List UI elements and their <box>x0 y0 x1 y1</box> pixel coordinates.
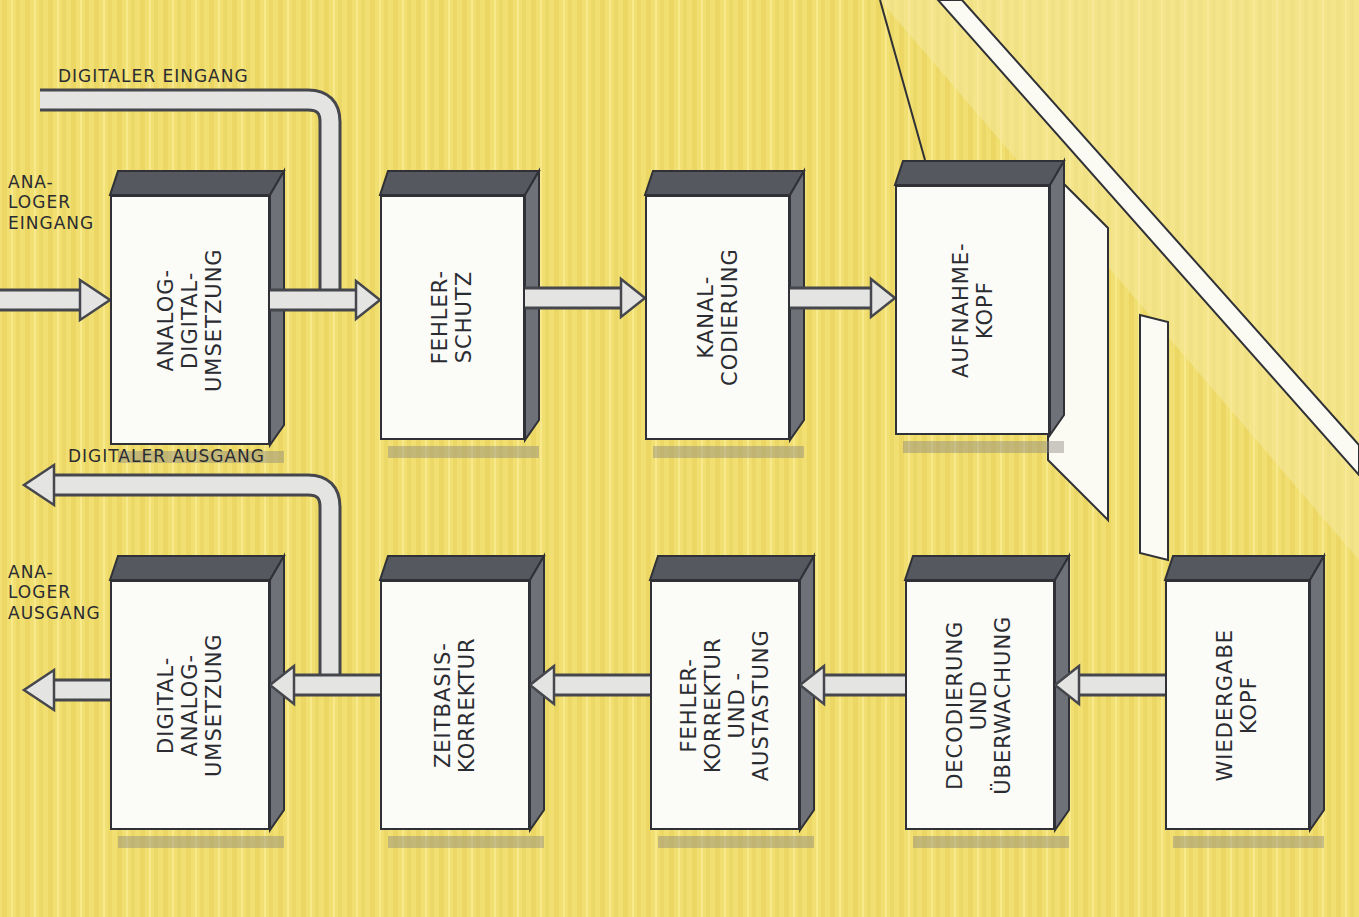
pipe-body <box>790 289 875 306</box>
block-label: ANALOG- DIGITAL- UMSETZUNG <box>154 248 226 392</box>
analog-output-pipe <box>24 670 112 710</box>
analog-input-pipe <box>0 280 110 320</box>
block-label: KANAL- CODIERUNG <box>693 249 741 387</box>
pipe-body <box>290 677 380 694</box>
signal-name: DIGITALER EINGANG <box>58 66 249 86</box>
box-3d-faces <box>645 171 804 458</box>
arrow-head <box>1055 666 1079 704</box>
process-block: FEHLER- SCHUTZ <box>380 195 525 440</box>
pipe-outline <box>790 286 875 309</box>
box-shadow <box>118 836 284 848</box>
arrow-head <box>270 666 294 704</box>
block-label: FEHLER- KORREKTUR UND -AUSTASTUNG <box>677 629 774 781</box>
box-shadow <box>913 836 1069 848</box>
block-label: AUFNAHME- KOPF <box>948 242 996 378</box>
box-shadow <box>903 441 1064 453</box>
pipe-body <box>525 289 625 306</box>
block-label: FEHLER- SCHUTZ <box>428 270 476 364</box>
process-block: DECODIERUNG UND ÜBERWACHUNG <box>905 580 1055 830</box>
process-block: ZEITBASIS- KORREKTUR <box>380 580 530 830</box>
process-block: WIEDERGABE KOPF <box>1165 580 1310 830</box>
signal-label: DIGITALER AUSGANG <box>68 446 265 466</box>
box-3d-faces <box>110 171 284 463</box>
process-block: DIGITAL- ANALOG- UMSETZUNG <box>110 580 270 830</box>
arrow-head <box>530 666 554 704</box>
pipe-body <box>270 292 360 309</box>
box-top-face <box>110 556 284 580</box>
pipe-body <box>1075 677 1165 694</box>
pipe-outline <box>1075 674 1165 697</box>
box-3d-faces <box>380 171 539 458</box>
arrow-head <box>356 281 380 319</box>
box-top-face <box>645 171 804 195</box>
signal-name: DIGITALER AUSGANG <box>68 446 265 466</box>
box-side-face <box>1050 161 1064 435</box>
playback-head-plate <box>1140 315 1168 560</box>
block-label: DECODIERUNG UND ÜBERWACHUNG <box>944 615 1016 794</box>
signal-pipe <box>1055 666 1165 704</box>
pipe-body <box>550 677 650 694</box>
pipe-outline <box>290 674 380 697</box>
pipe-outline <box>525 286 625 309</box>
box-top-face <box>110 171 284 195</box>
box-shadow <box>388 836 544 848</box>
signal-pipe <box>790 279 895 317</box>
arrow-head <box>871 279 895 317</box>
box-shadow <box>388 446 539 458</box>
signal-pipe <box>530 666 650 704</box>
signal-name: ANA- LOGER AUSGANG <box>8 562 101 623</box>
pipe-body <box>820 677 905 694</box>
box-side-face <box>1310 556 1324 830</box>
box-3d-faces <box>110 556 284 848</box>
tape-edge <box>880 0 925 160</box>
box-top-face <box>380 556 544 580</box>
process-block: AUFNAHME- KOPF <box>895 185 1050 435</box>
box-top-face <box>650 556 814 580</box>
signal-pipe <box>800 666 905 704</box>
signal-pipe <box>270 666 380 704</box>
box-3d-faces <box>650 556 814 848</box>
process-block: FEHLER- KORREKTUR UND -AUSTASTUNG <box>650 580 800 830</box>
signal-label: DIGITALER EINGANG <box>58 66 249 86</box>
signal-pipe <box>525 279 645 317</box>
box-3d-faces <box>895 161 1064 453</box>
box-shadow <box>653 446 804 458</box>
box-3d-faces <box>1165 556 1324 848</box>
pipe-outline <box>550 674 650 697</box>
block-label: WIEDERGABE KOPF <box>1213 629 1261 782</box>
arrow-head <box>800 666 824 704</box>
box-top-face <box>895 161 1064 185</box>
block-label: ZEITBASIS- KORREKTUR <box>431 637 479 773</box>
box-top-face <box>905 556 1069 580</box>
arrow-head <box>621 279 645 317</box>
box-3d-faces <box>380 556 544 848</box>
box-shadow <box>1173 836 1324 848</box>
tape-area <box>880 0 1359 560</box>
signal-label: ANA- LOGER AUSGANG <box>8 562 101 623</box>
block-label: DIGITAL- ANALOG- UMSETZUNG <box>154 633 226 777</box>
process-block: KANAL- CODIERUNG <box>645 195 790 440</box>
signal-label: ANA- LOGER EINGANG <box>8 172 94 233</box>
box-top-face <box>380 171 539 195</box>
box-top-face <box>1165 556 1324 580</box>
pipe-outline <box>270 289 360 312</box>
box-3d-faces <box>905 556 1069 848</box>
signal-name: ANA- LOGER EINGANG <box>8 172 94 233</box>
box-shadow <box>658 836 814 848</box>
pipe-outline <box>820 674 905 697</box>
signal-pipe <box>270 281 380 319</box>
process-block: ANALOG- DIGITAL- UMSETZUNG <box>110 195 270 445</box>
